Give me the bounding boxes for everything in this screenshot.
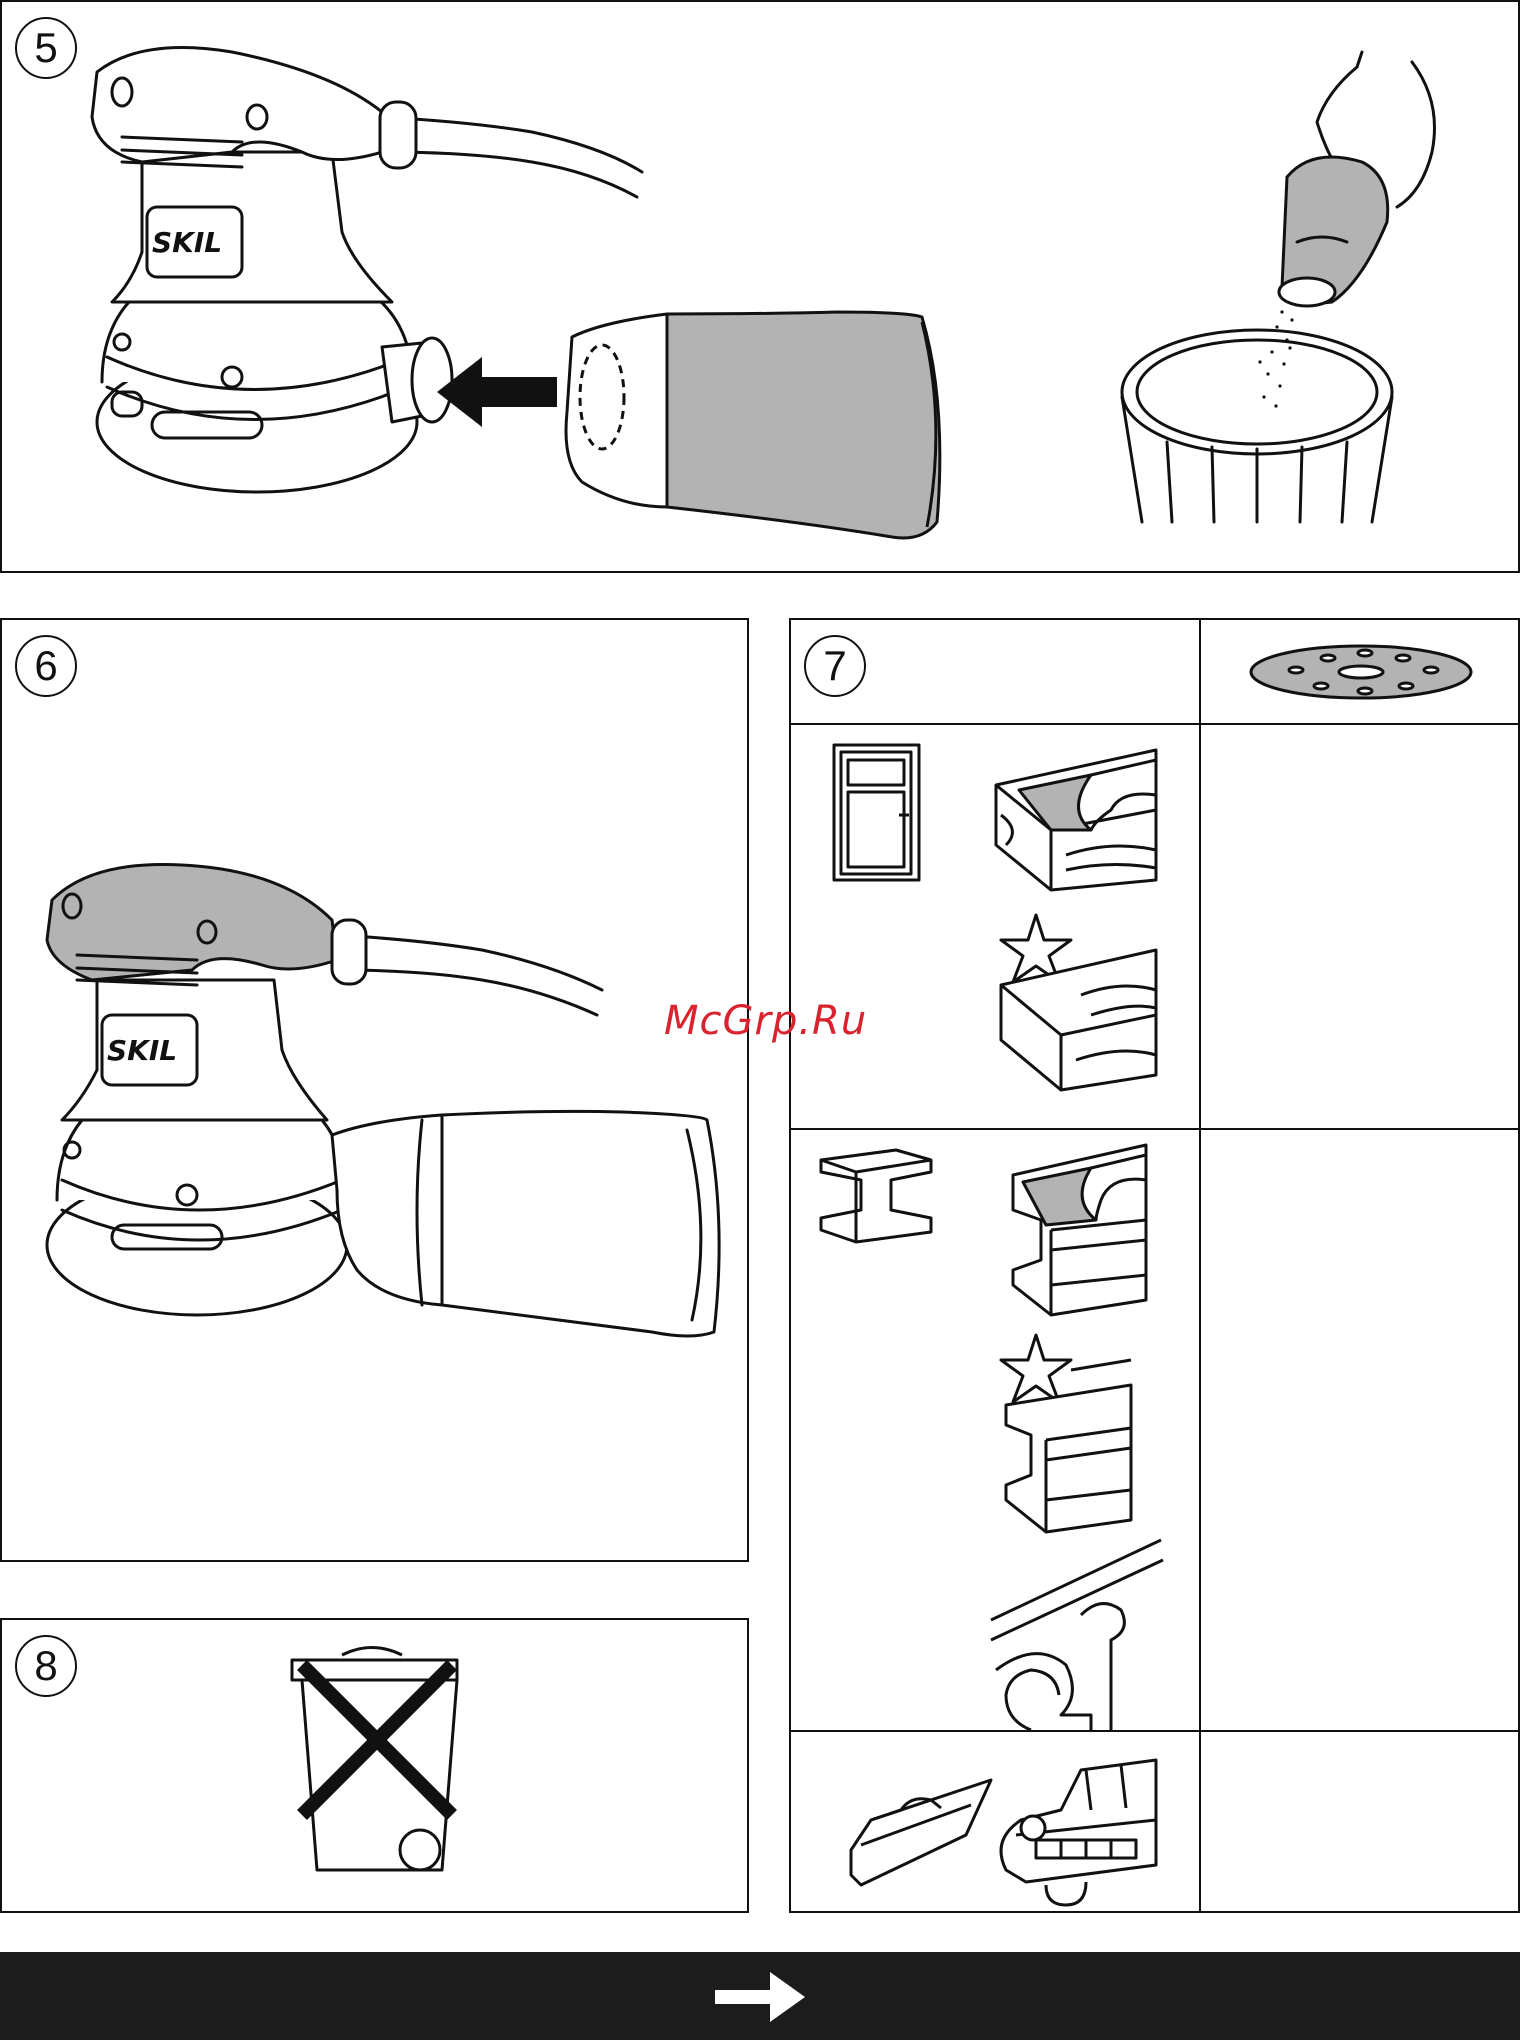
- brand-logo-6: SKIL: [107, 1034, 177, 1067]
- vehicle-application-icons: [851, 1760, 1156, 1905]
- crossed-out-wheelie-bin-icon: [2, 1620, 751, 1915]
- panel-7: 7: [789, 618, 1520, 1913]
- metal-application-icons: [821, 1145, 1163, 1730]
- panel-6: 6: [0, 618, 749, 1562]
- panel-5: 5: [0, 0, 1520, 573]
- brand-logo: SKIL: [152, 226, 222, 259]
- sanding-disc-icon: [791, 620, 1520, 1915]
- arrow-right-icon[interactable]: [715, 1972, 805, 2022]
- footer-bar: [0, 1952, 1520, 2040]
- sander-with-dust-bag-illustration: SKIL: [2, 620, 751, 1564]
- dust-bag-illustration: [566, 312, 940, 538]
- watermark: McGrp.Ru: [664, 998, 867, 1044]
- insert-arrow-icon: [437, 357, 557, 427]
- panel-8: 8: [0, 1618, 749, 1913]
- wood-application-icons: [834, 745, 1156, 1090]
- emptying-bag-illustration: [1122, 52, 1435, 522]
- sander-illustration: SKIL: [2, 2, 1520, 575]
